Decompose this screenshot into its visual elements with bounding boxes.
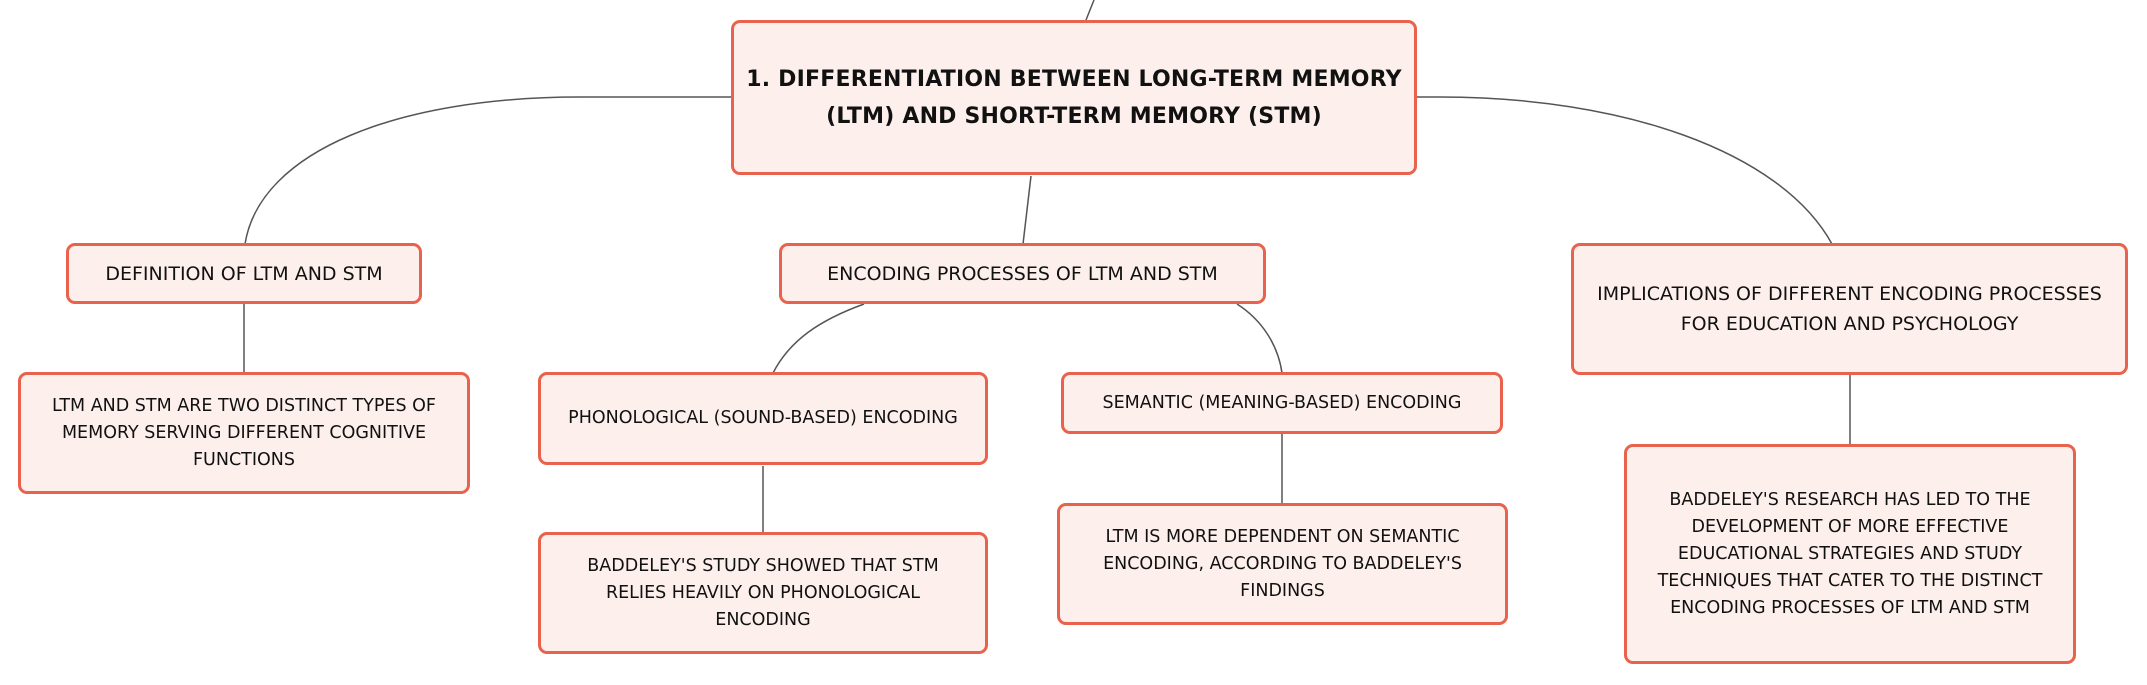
subtopic-phonological-encoding[interactable]: PHONOLOGICAL (SOUND-BASED) ENCODING <box>538 372 988 465</box>
branch-implications[interactable]: IMPLICATIONS OF DIFFERENT ENCODING PROCE… <box>1571 243 2128 375</box>
branch-definition[interactable]: DEFINITION OF LTM AND STM <box>66 243 422 304</box>
connector-encoding-semantic <box>1236 303 1283 374</box>
connector-encoding-phonological <box>772 303 865 374</box>
branch-encoding-processes[interactable]: ENCODING PROCESSES OF LTM AND STM <box>779 243 1266 304</box>
connector-root-definition <box>244 96 731 245</box>
connector-root-encoding <box>1022 175 1032 245</box>
definition-detail-text: LTM AND STM ARE TWO DISTINCT TYPES OF ME… <box>52 395 436 470</box>
branch-encoding-processes-label: ENCODING PROCESSES OF LTM AND STM <box>827 262 1218 285</box>
subtopic-phonological-encoding-label: PHONOLOGICAL (SOUND-BASED) ENCODING <box>568 408 958 428</box>
branch-implications-label: IMPLICATIONS OF DIFFERENT ENCODING PROCE… <box>1597 283 2102 335</box>
semantic-detail[interactable]: LTM IS MORE DEPENDENT ON SEMANTIC ENCODI… <box>1057 503 1508 625</box>
root-topic-label: 1. DIFFERENTIATION BETWEEN LONG-TERM MEM… <box>746 66 1402 129</box>
implications-detail-text: BADDELEY'S RESEARCH HAS LED TO THE DEVEL… <box>1657 489 2043 618</box>
subtopic-semantic-encoding[interactable]: SEMANTIC (MEANING-BASED) ENCODING <box>1061 372 1503 434</box>
branch-definition-label: DEFINITION OF LTM AND STM <box>105 262 383 285</box>
definition-detail[interactable]: LTM AND STM ARE TWO DISTINCT TYPES OF ME… <box>18 372 470 494</box>
connector-root-implications <box>1415 96 1833 245</box>
root-topic[interactable]: 1. DIFFERENTIATION BETWEEN LONG-TERM MEM… <box>731 20 1417 175</box>
phonological-detail-text: BADDELEY'S STUDY SHOWED THAT STM RELIES … <box>587 555 939 630</box>
phonological-detail[interactable]: BADDELEY'S STUDY SHOWED THAT STM RELIES … <box>538 532 988 654</box>
semantic-detail-text: LTM IS MORE DEPENDENT ON SEMANTIC ENCODI… <box>1103 526 1462 601</box>
connector-to-parent <box>1085 0 1095 21</box>
implications-detail[interactable]: BADDELEY'S RESEARCH HAS LED TO THE DEVEL… <box>1624 444 2076 664</box>
subtopic-semantic-encoding-label: SEMANTIC (MEANING-BASED) ENCODING <box>1102 392 1462 413</box>
